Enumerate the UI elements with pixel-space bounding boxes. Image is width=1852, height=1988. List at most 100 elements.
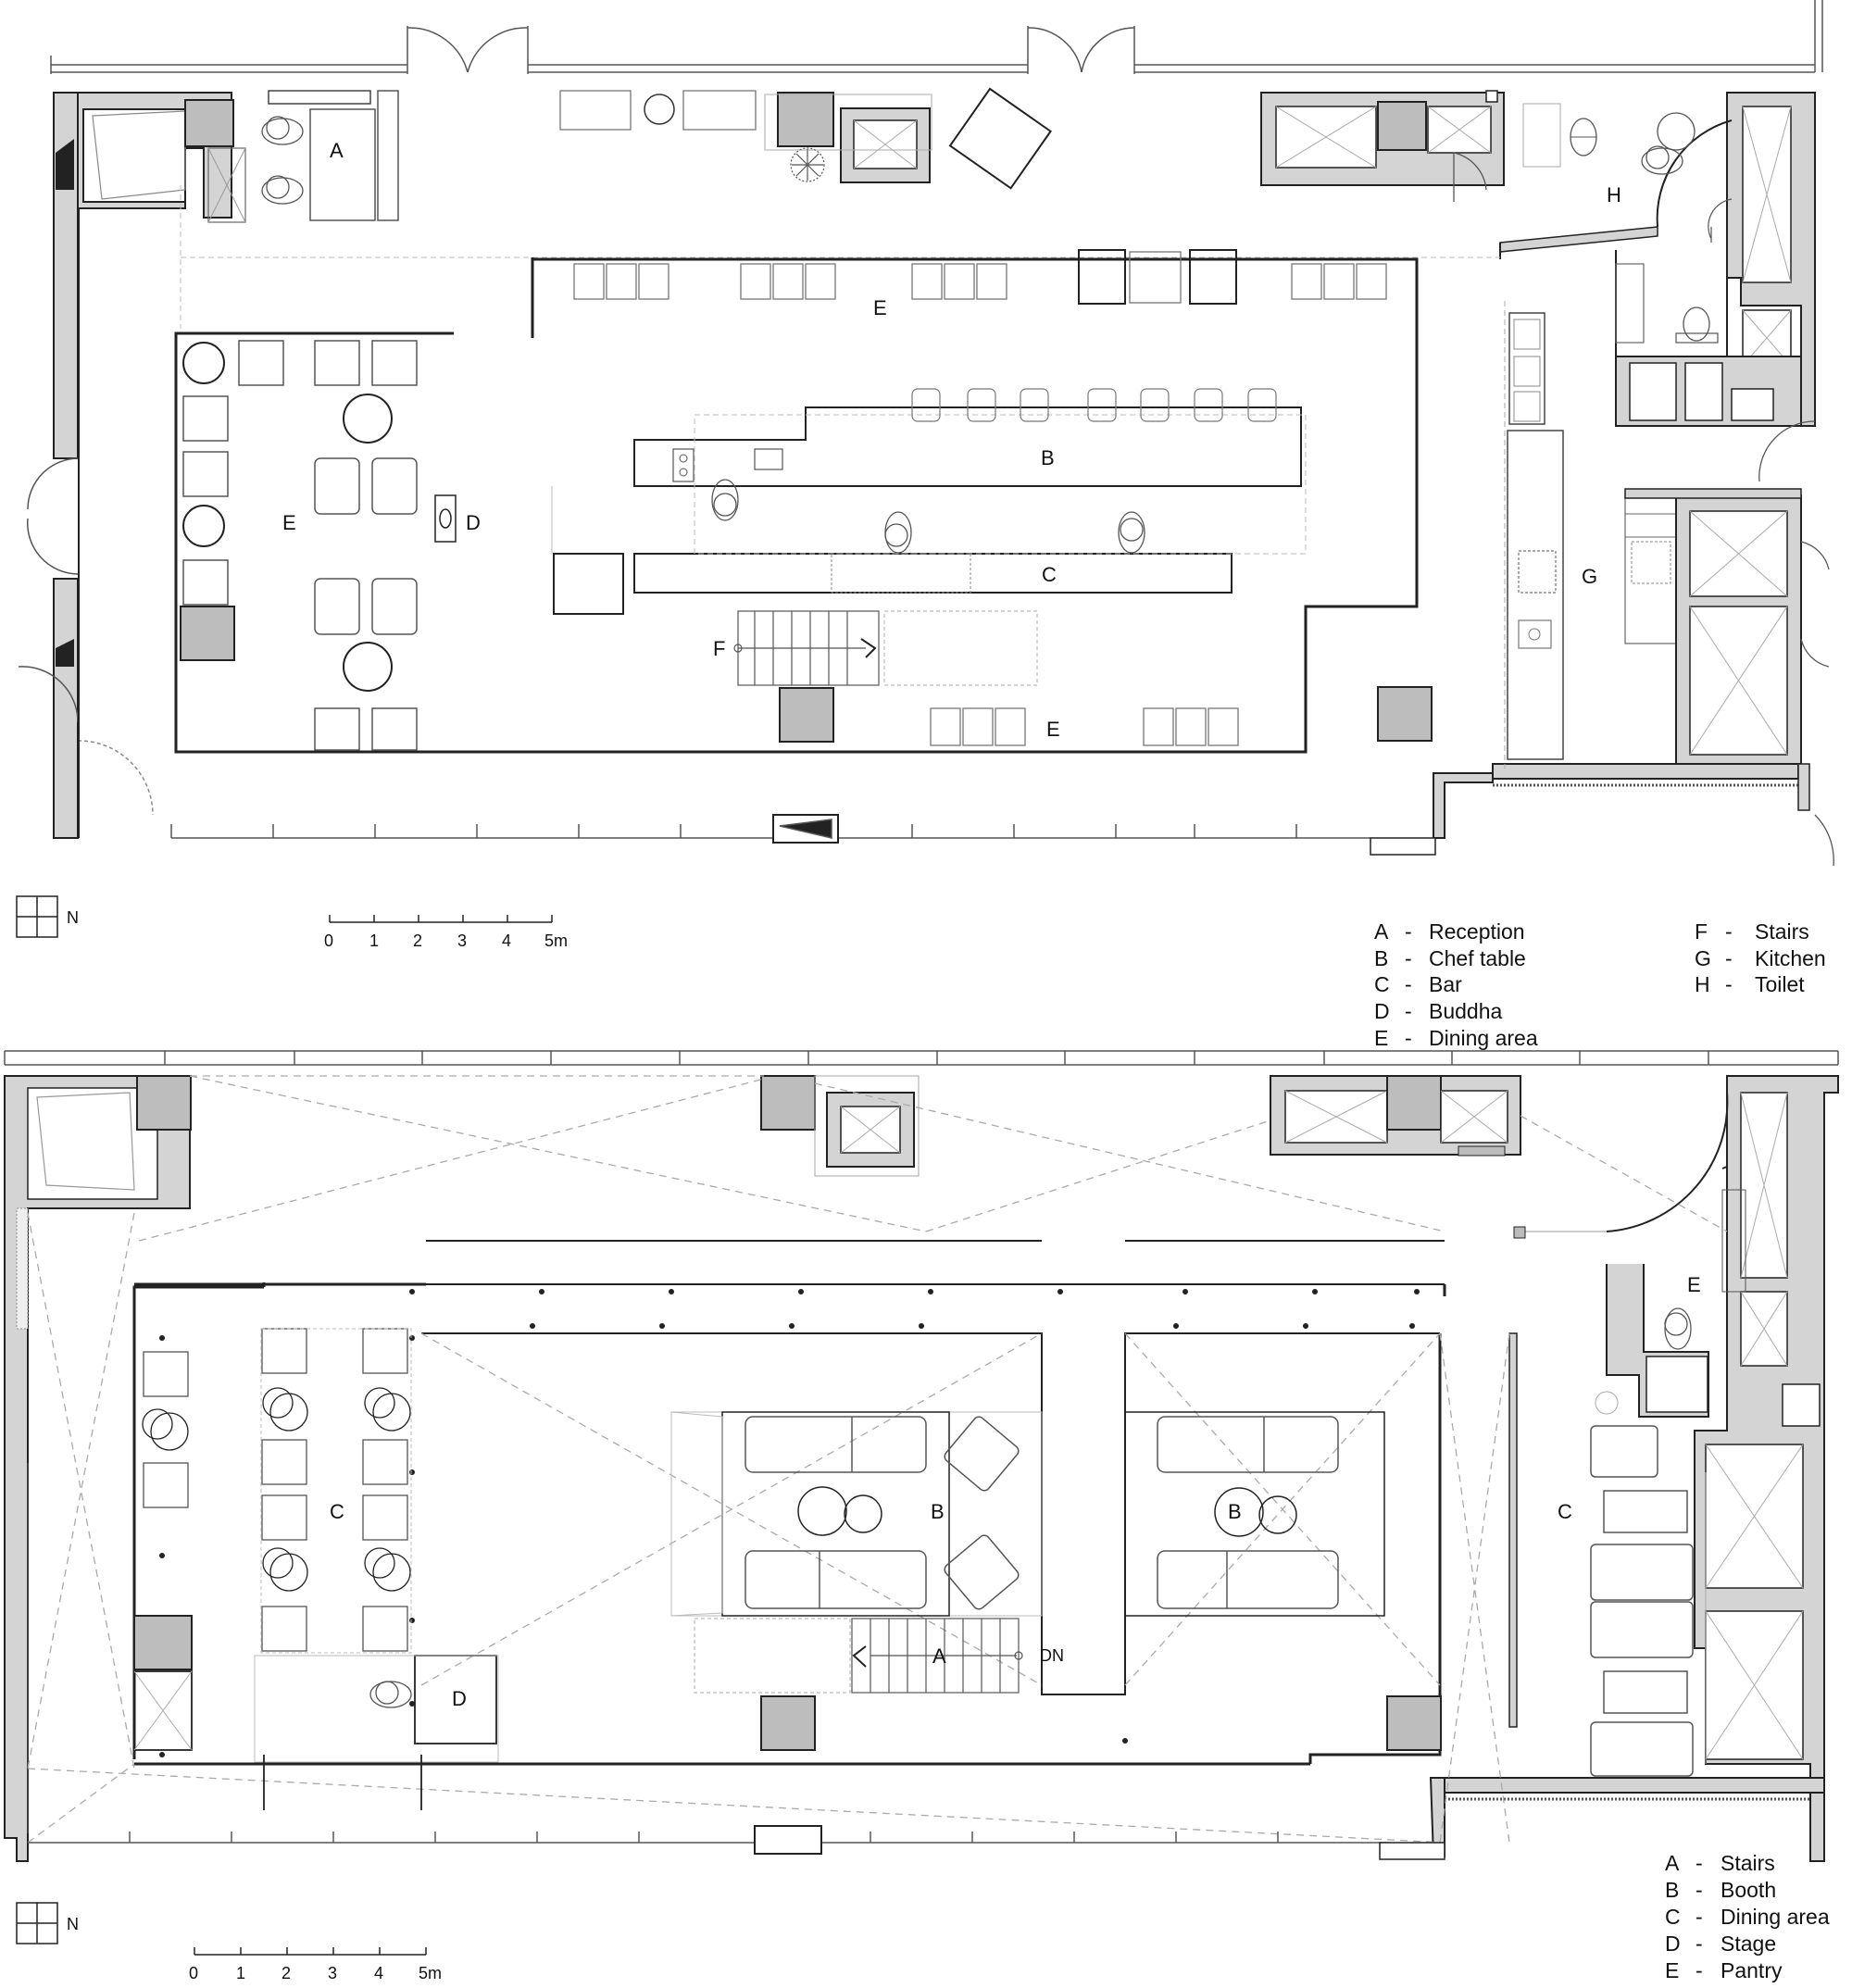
svg-text:-: - [1696,1905,1703,1929]
svg-text:5m: 5m [419,1964,442,1982]
svg-text:B: B [1665,1878,1679,1902]
upper-top-facade [4,1050,1839,1066]
ground-dining-bottom-tables [930,707,1239,746]
svg-text:D: D [1374,999,1390,1023]
svg-text:-: - [1725,946,1733,970]
upper-north-label: N [67,1915,79,1933]
ground-top-right-block [1260,90,1597,202]
room-label-E-top: E [873,296,887,319]
svg-text:E: E [1374,1026,1388,1050]
chef-table-and-bar [551,388,1307,615]
toilet-area [1499,92,1816,482]
svg-text:Stairs: Stairs [1721,1851,1775,1875]
svg-text:1: 1 [369,931,379,950]
room-label-F: F [713,637,725,660]
svg-text:E: E [1665,1958,1679,1982]
upper-left-dining-tables [133,1328,412,1751]
svg-text:Buddha: Buddha [1429,999,1503,1023]
svg-text:2: 2 [413,931,422,950]
bartender-1-icon [884,511,912,554]
upper-room-label-B-mid: B [931,1500,945,1523]
upper-room-label-A: A [932,1644,946,1668]
room-label-B: B [1041,446,1055,469]
svg-text:B: B [1374,946,1388,970]
room-label-E-left: E [282,511,296,534]
svg-text:-: - [1405,946,1412,970]
svg-text:-: - [1405,919,1412,944]
svg-text:Stage: Stage [1721,1932,1776,1956]
svg-text:-: - [1696,1958,1703,1982]
ground-north-sign [16,895,58,938]
upper-ceiling-dashes [27,1075,1728,1844]
ground-dining-enclosure [174,185,1500,754]
upper-right-block [1429,1075,1839,1862]
svg-text:D: D [1665,1932,1681,1956]
chef-icon [711,479,739,521]
upper-booth-right [1124,1411,1385,1617]
upper-room-label-C-left: C [330,1500,344,1523]
upper-legend: A - Stairs B - Booth C - Dining area D -… [1665,1851,1830,1982]
ground-bottom-facade [170,814,1436,856]
svg-text:-: - [1725,919,1733,944]
upper-scale-bar [194,1947,427,1956]
room-label-E-bottom: E [1046,718,1060,741]
ground-column-right [1377,686,1433,742]
svg-text:3: 3 [328,1964,337,1982]
ground-stairs [733,610,1038,743]
svg-text:Booth: Booth [1721,1878,1776,1902]
upper-room-label-B-right: B [1228,1500,1242,1523]
svg-text:-: - [1696,1878,1703,1902]
room-label-G: G [1582,565,1597,588]
svg-text:G: G [1695,946,1711,970]
svg-text:1: 1 [236,1964,245,1982]
upper-booth-middle [670,1411,1043,1617]
room-label-D: D [466,511,481,534]
svg-text:A: A [1665,1851,1680,1875]
room-label-C: C [1042,563,1057,586]
plant-icon [790,147,825,182]
svg-text:Reception: Reception [1429,919,1525,944]
room-label-A: A [330,139,344,162]
svg-text:-: - [1405,972,1412,996]
ground-scale-bar [329,915,553,923]
svg-text:C: C [1665,1905,1681,1929]
upper-enclosure [132,1240,1518,1766]
svg-text:C: C [1374,972,1390,996]
upper-bottom-facade [28,1825,1445,1860]
upper-room-label-D: D [452,1687,467,1710]
svg-text:-: - [1405,1026,1412,1050]
upper-room-label-C-right: C [1558,1500,1572,1523]
svg-text:-: - [1696,1851,1703,1875]
svg-text:Chef table: Chef table [1429,946,1526,970]
ground-legend: A - Reception B - Chef table C - Bar D -… [1374,919,1826,1050]
upper-down-label: DN [1040,1646,1064,1665]
upper-stage [254,1655,499,1810]
svg-text:0: 0 [189,1964,198,1982]
svg-text:0: 0 [324,931,333,950]
kitchen-area [1433,301,1834,867]
upper-right-dining [1590,1425,1707,1777]
svg-text:5m: 5m [544,931,568,950]
reception-block [54,90,399,223]
upper-room-label-E: E [1687,1273,1701,1296]
svg-text:4: 4 [502,931,511,950]
bartender-2-icon [1118,511,1145,554]
ground-floor-plan: A E H B E D C G F E N 0 1 2 3 4 [16,0,1834,1050]
room-label-H: H [1607,183,1621,206]
ground-room-labels: A E H B E D C G F E [282,139,1621,741]
svg-text:Kitchen: Kitchen [1755,946,1826,970]
upper-top-columns [760,1075,1521,1177]
svg-text:Dining area: Dining area [1721,1905,1830,1929]
upper-left-wall [4,1075,192,1862]
svg-text:H: H [1695,972,1710,996]
stage-person-icon [369,1681,412,1708]
ground-top-facade [50,0,1823,74]
ground-dining-left-tables [180,340,457,751]
svg-text:-: - [1405,999,1412,1023]
svg-text:-: - [1725,972,1733,996]
svg-text:-: - [1696,1932,1703,1956]
ground-left-wall [18,92,154,839]
reception-person-2-icon [261,175,304,205]
toilet-person-icon [1641,145,1683,175]
